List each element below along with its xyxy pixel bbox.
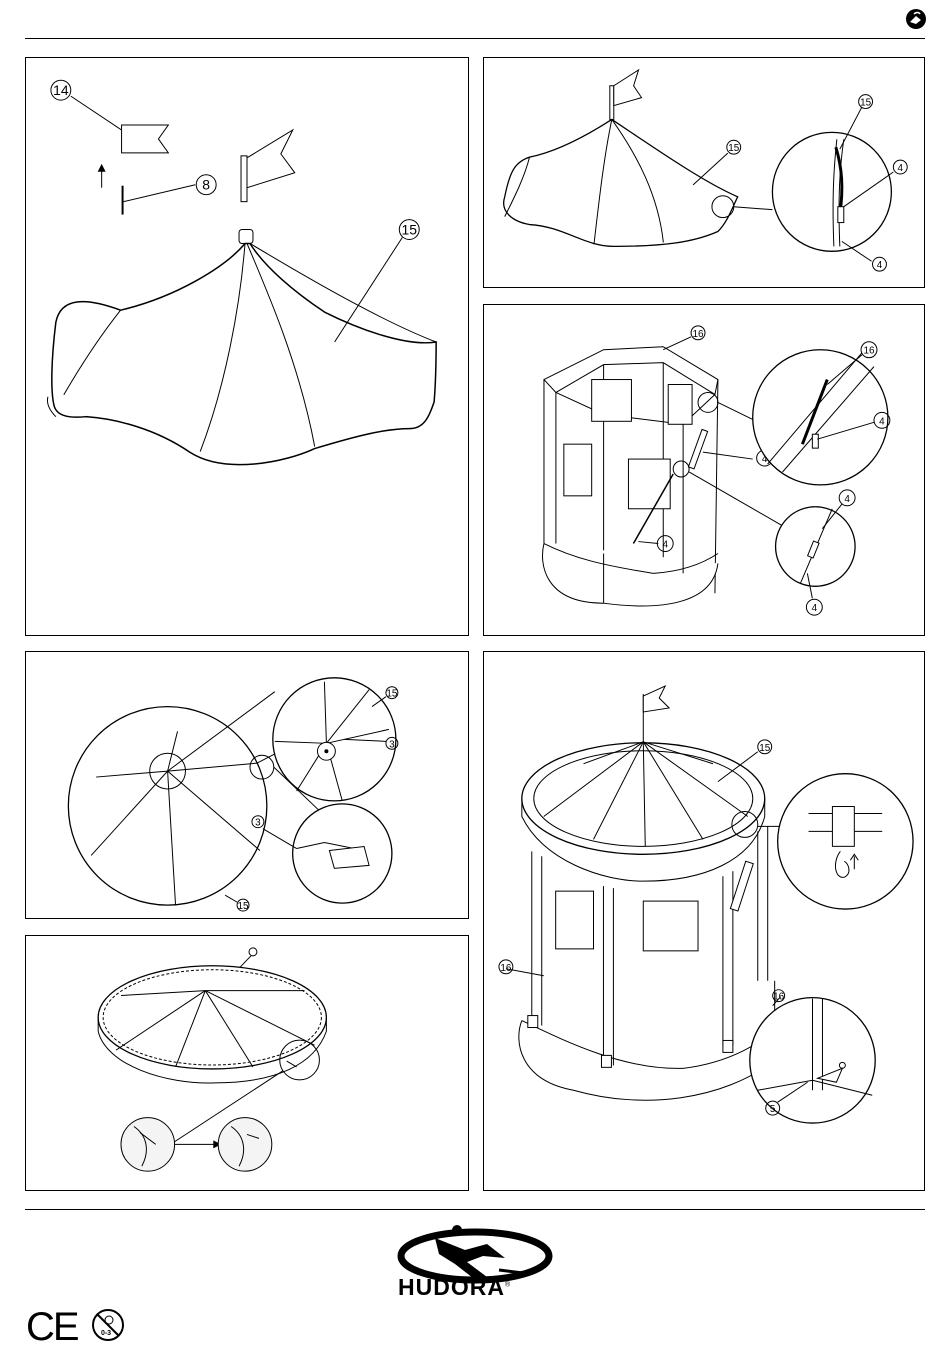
finished-tent bbox=[519, 686, 783, 1100]
roof-ring-view bbox=[98, 948, 326, 1142]
peg-detail-circle bbox=[750, 998, 875, 1123]
ce-mark: CE bbox=[26, 1305, 78, 1350]
callout-15: 15 bbox=[759, 743, 771, 754]
flag-14-callout: 14 bbox=[51, 80, 122, 130]
callout-4: 4 bbox=[812, 603, 818, 614]
callout-8: 8 bbox=[202, 177, 210, 193]
wall-detail-circle bbox=[753, 350, 888, 485]
callout-4: 4 bbox=[877, 260, 883, 271]
roof-center-detail bbox=[273, 678, 396, 801]
header-rule bbox=[25, 38, 925, 39]
callout-4: 4 bbox=[844, 494, 850, 505]
callout-15: 15 bbox=[402, 222, 418, 238]
callout-4: 4 bbox=[898, 163, 904, 174]
step-panel-wall-frame: 16 4 4 16 4 bbox=[483, 304, 925, 636]
callout-3: 3 bbox=[389, 739, 395, 750]
strap-detail-circle bbox=[293, 804, 392, 903]
roof-canopy bbox=[47, 230, 436, 465]
step-panel-roof-straps: 15 3 3 15 bbox=[25, 651, 469, 919]
sleeve-detail-circle bbox=[772, 132, 891, 251]
roof-with-flag bbox=[504, 70, 773, 246]
callout-15: 15 bbox=[238, 901, 250, 912]
roof-15-callout: 15 bbox=[225, 895, 249, 912]
step-panel-finished-tent: 15 16 16 bbox=[483, 651, 925, 1191]
callout-3: 3 bbox=[255, 818, 261, 829]
roof-15-callout: 15 bbox=[693, 140, 741, 185]
joint-detail-circle bbox=[776, 507, 856, 587]
not-for-children-under-3-icon: 0-3 bbox=[91, 1308, 125, 1342]
wall-16-callout: 16 bbox=[663, 326, 705, 350]
callout-16: 16 bbox=[500, 963, 512, 974]
flag-piece bbox=[122, 125, 169, 153]
clip-step-detail-2 bbox=[218, 1118, 272, 1172]
callout-4: 4 bbox=[662, 540, 668, 551]
step-panel-roof-flag: 14 8 15 bbox=[25, 57, 469, 636]
tent-wall-structure bbox=[543, 347, 788, 606]
callout-15: 15 bbox=[860, 98, 872, 109]
pole-8-callout: 8 bbox=[124, 175, 217, 202]
footer-rule bbox=[25, 1209, 925, 1210]
age-warning-label: 0-3 bbox=[101, 1330, 111, 1337]
step-panel-roof-rods: 15 15 4 4 bbox=[483, 57, 925, 288]
callout-16: 16 bbox=[773, 992, 785, 1003]
callout-15: 15 bbox=[386, 689, 398, 700]
wall-16-callout-left: 16 bbox=[499, 960, 544, 976]
manual-book-icon bbox=[905, 8, 927, 30]
clip-step-detail-1 bbox=[121, 1118, 175, 1172]
callout-14: 14 bbox=[53, 82, 69, 98]
step-panel-roof-ring bbox=[25, 935, 469, 1191]
callout-15: 15 bbox=[728, 143, 740, 154]
wall-16-callout-right: 16 bbox=[773, 990, 785, 1006]
rod-4-callout-b: 4 bbox=[842, 241, 887, 271]
callout-5: 5 bbox=[770, 1104, 776, 1115]
flag-on-pole bbox=[241, 130, 295, 202]
rod-4-callout-2: 4 bbox=[638, 536, 673, 552]
callout-16: 16 bbox=[693, 329, 705, 340]
callout-4: 4 bbox=[879, 416, 885, 427]
brand-name: HUDORA® bbox=[398, 1274, 558, 1301]
ring-clip-detail bbox=[778, 774, 913, 909]
callout-16: 16 bbox=[863, 346, 875, 357]
